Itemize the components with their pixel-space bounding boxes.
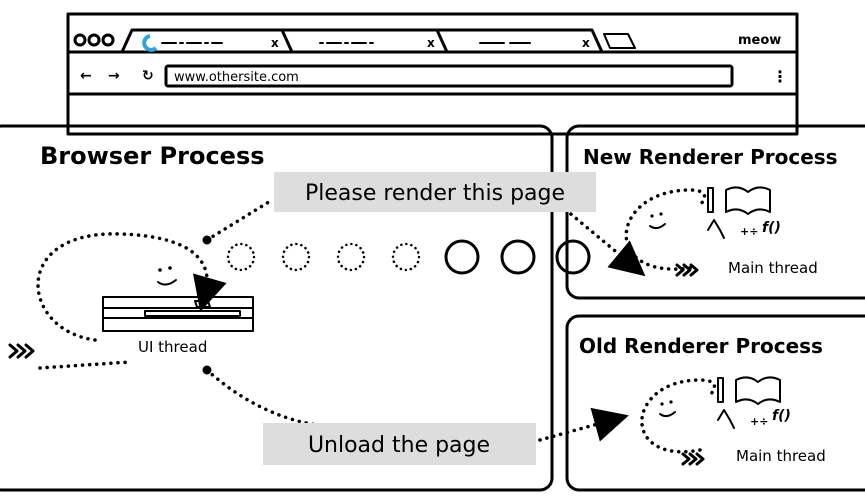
work-tools-icon: +÷ f()	[717, 376, 791, 429]
address-bar[interactable]	[164, 64, 734, 88]
new-renderer-process-box: New Renderer Process +÷ f() Main thread	[565, 124, 865, 300]
new-tab-button[interactable]	[603, 33, 636, 49]
render-arrow	[558, 203, 646, 277]
thread-chevrons-icon	[8, 343, 35, 359]
ui-thread-label: UI thread	[138, 338, 207, 356]
ipc-message-circles	[226, 239, 536, 275]
tab-active[interactable]: x	[120, 28, 294, 54]
work-tools-icon: +÷ f()	[707, 186, 781, 239]
thread-chevrons-icon	[681, 452, 705, 466]
svg-text:f(): f()	[762, 220, 781, 236]
pending-message-circle	[281, 242, 311, 272]
browser-window: x x x meow ← → ↻ www.othersite.com ⋮	[66, 12, 799, 136]
mini-browser-icon	[102, 296, 254, 332]
reload-icon[interactable]: ↻	[142, 68, 154, 84]
renderer-face-icon	[659, 400, 676, 418]
message-circle	[444, 239, 480, 275]
thread-chevrons-icon	[675, 263, 699, 277]
menu-icon[interactable]: ⋮	[772, 67, 788, 86]
message-circle	[555, 239, 591, 275]
unload-message-label: Unload the page	[263, 423, 536, 465]
tab-3[interactable]: x	[435, 28, 604, 54]
pending-message-circle	[226, 242, 256, 272]
back-icon[interactable]: ←	[80, 68, 92, 84]
old-renderer-process-box: Old Renderer Process +÷ f() Main thread	[565, 314, 865, 492]
pending-message-circle	[336, 242, 366, 272]
svg-text:f(): f()	[772, 408, 791, 424]
message-circle	[500, 239, 536, 275]
url-text: www.othersite.com	[174, 70, 299, 85]
browser-process-title: Browser Process	[40, 142, 265, 170]
ui-thread-face-icon	[157, 266, 177, 286]
browser-process-box: Browser Process UI thread	[0, 124, 554, 492]
loading-spinner-icon	[142, 34, 158, 52]
old-renderer-thread-label: Main thread	[736, 447, 826, 465]
new-renderer-thread-label: Main thread	[728, 259, 818, 277]
close-tab-icon[interactable]: x	[427, 36, 435, 50]
close-tab-icon[interactable]: x	[582, 36, 590, 50]
forward-icon[interactable]: →	[108, 68, 120, 84]
window-controls-icon	[73, 33, 115, 47]
svg-text:Unload the page: Unload the page	[308, 433, 490, 458]
tab-2[interactable]: x	[280, 28, 449, 54]
unload-arrow	[538, 407, 629, 442]
renderer-face-icon	[649, 212, 666, 230]
new-renderer-title: New Renderer Process	[583, 145, 838, 169]
close-tab-icon[interactable]: x	[271, 36, 279, 50]
svg-text:+÷: +÷	[750, 415, 768, 428]
pending-message-circle	[391, 242, 421, 272]
render-message-label: Please render this page	[274, 172, 596, 212]
profile-label: meow	[738, 33, 781, 48]
old-renderer-title: Old Renderer Process	[579, 334, 823, 358]
svg-text:+÷: +÷	[740, 225, 758, 238]
svg-text:Please render this page: Please render this page	[305, 181, 565, 206]
